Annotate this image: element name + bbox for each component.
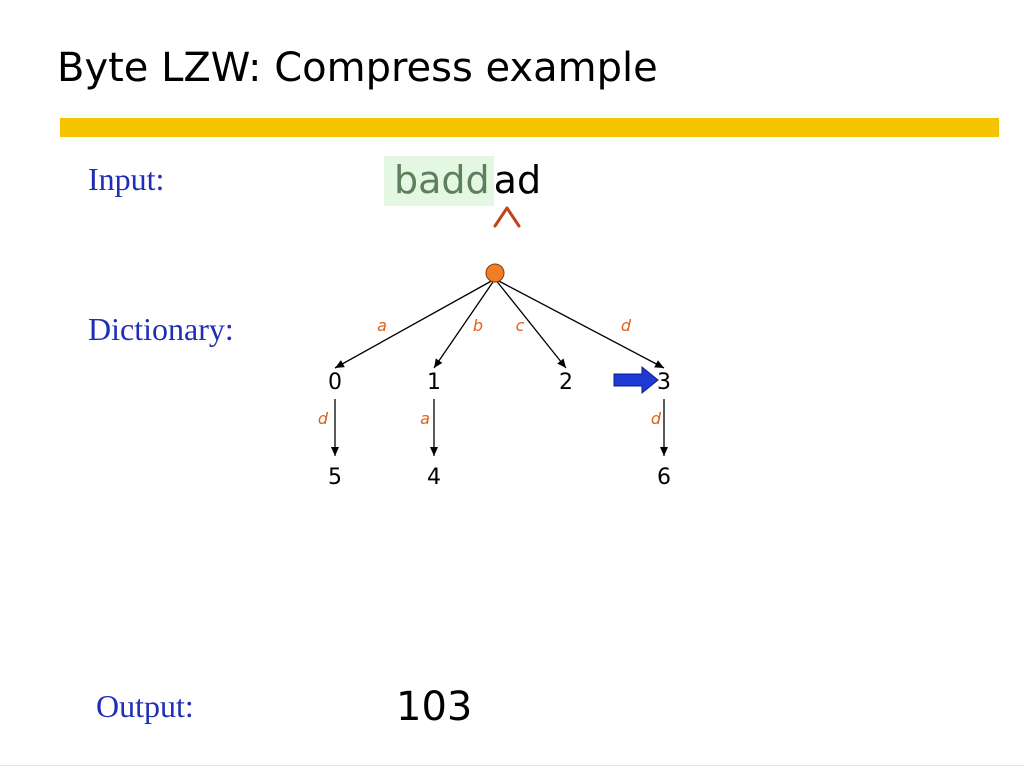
trie-edge-root-3: [494, 278, 665, 369]
dictionary-label: Dictionary:: [88, 311, 234, 347]
edge-label-root-1: b: [473, 316, 483, 335]
input-label: Input:: [88, 161, 165, 197]
trie-node-4: 4: [427, 465, 441, 490]
input-remaining-text: ad: [493, 158, 542, 202]
trie-edge-labels: a b c d d a d: [318, 316, 662, 428]
output-value: 103: [396, 684, 473, 730]
current-node-arrow-icon: [613, 365, 659, 395]
trie-root-node: [485, 263, 505, 283]
input-caret: ^: [493, 206, 521, 228]
title-underline-bar: [60, 118, 999, 137]
trie-edge-root-1: [433, 278, 496, 369]
trie-node-5: 5: [328, 465, 342, 490]
slide-title: Byte LZW: Compress example: [57, 45, 658, 91]
trie-edges: [331, 278, 668, 456]
input-processed-text: badd: [384, 156, 494, 206]
edge-label-3-6: d: [651, 409, 662, 428]
trie-node-2: 2: [559, 370, 573, 395]
trie-edge-root-2: [494, 278, 567, 369]
output-label: Output:: [96, 688, 194, 724]
edge-label-1-4: a: [420, 409, 430, 428]
edge-label-root-3: d: [621, 316, 632, 335]
trie-edge-root-0: [334, 278, 496, 369]
current-node-pointer: [613, 365, 659, 395]
edge-label-root-0: a: [377, 316, 387, 335]
trie-node-3: 3: [657, 370, 671, 395]
footer-divider: [0, 765, 1024, 766]
trie-node-6: 6: [657, 465, 671, 490]
trie-node-0: 0: [328, 370, 342, 395]
trie-nodes: 0 1 2 3 4 5 6: [328, 263, 671, 490]
edge-label-root-2: c: [516, 316, 525, 335]
edge-label-0-5: d: [318, 409, 329, 428]
trie-node-1: 1: [427, 370, 441, 395]
